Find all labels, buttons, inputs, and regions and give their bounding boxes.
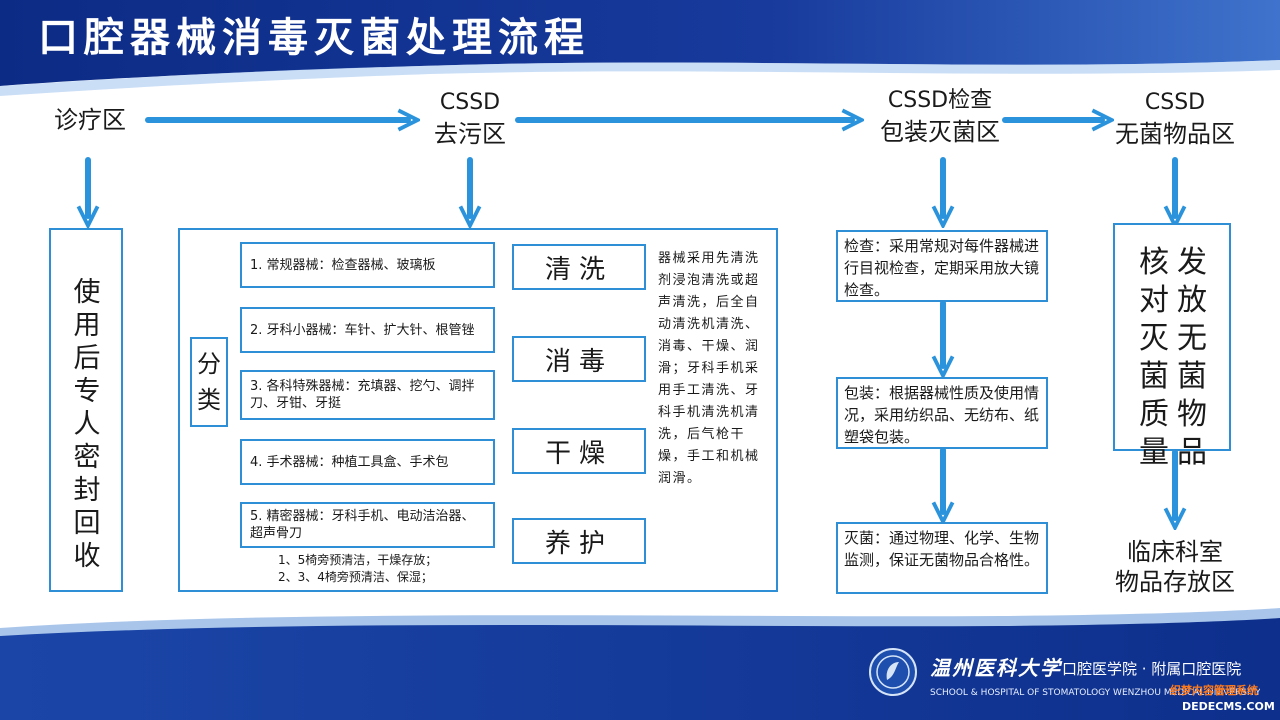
category-item-2: 2. 牙科小器械：车针、扩大针、根管锉 [240,307,495,353]
header-banner [0,0,1280,86]
stage-sterile-line2: 无菌物品区 [1115,120,1235,148]
inspection-box: 检查：采用常规对每件器械进行目视检查，定期采用放大镜检查。 [836,230,1048,302]
sterile-check-box [1113,223,1231,451]
stage-pack-line2: 包装灭菌区 [880,118,1000,146]
category-item-1: 1. 常规器械：检查器械、玻璃板 [240,242,495,288]
storage-line-2: 物品存放区 [1115,568,1235,596]
step-maintain: 养护 [512,518,646,564]
university-logo [869,648,917,696]
sterile-check-column: 核对灭菌质量 [1139,245,1169,470]
footer-english: SCHOOL & HOSPITAL OF STOMATOLOGY WENZHOU… [930,688,1260,698]
step-dry: 干燥 [512,428,646,474]
header-wave [0,60,1280,96]
stage-sterile-line1: CSSD [1144,90,1206,115]
note-line-2: 2、3、4椅旁预清洁、保湿； [278,570,433,584]
note-line-1: 1、5椅旁预清洁，干燥存放； [278,553,438,567]
category-item-4: 4. 手术器械：种植工具盒、手术包 [240,439,495,485]
category-item-3: 3. 各科特殊器械：充填器、挖勺、调拌刀、牙钳、牙挺 [240,370,495,420]
process-description: 器械采用先清洗剂浸泡清洗或超声清洗，后全自动清洗机清洗、消毒、干燥、润滑；牙科手… [658,251,760,486]
sterile-issue-column: 发放无菌物品 [1177,245,1207,470]
footer-banner [0,618,1280,720]
classification-box [190,337,228,427]
step-disinfect: 消毒 [512,336,646,382]
footer-school: 口腔医学院 · 附属口腔医院 [1062,660,1242,678]
packaging-box: 包装：根据器械性质及使用情况，采用纺织品、无纺布、纸塑袋包装。 [836,377,1048,449]
stage-clinic: 诊疗区 [54,106,126,134]
stage-decon-line2: 去污区 [434,120,506,148]
recovery-box [49,228,123,592]
stage-pack-line1: CSSD检查 [887,88,993,113]
category-item-5: 5. 精密器械：牙科手机、电动洁治器、超声骨刀 [240,502,495,548]
footer-university: 温州医科大学 [930,656,1062,680]
recovery-text: 使用后专人密封回收 [73,277,101,572]
sterilization-box: 灭菌：通过物理、化学、生物监测，保证无菌物品合格性。 [836,522,1048,594]
watermark-line-2: DEDECMS.COM [1182,700,1275,713]
step-wash: 清洗 [512,244,646,290]
page-title: 口腔器械消毒灭菌处理流程 [38,15,590,61]
watermark-line-1: 织梦内容管理系统 [1170,684,1258,697]
storage-line-1: 临床科室 [1127,538,1223,566]
classification-label: 分类 [197,350,221,414]
stage-decon-line1: CSSD [439,90,501,115]
